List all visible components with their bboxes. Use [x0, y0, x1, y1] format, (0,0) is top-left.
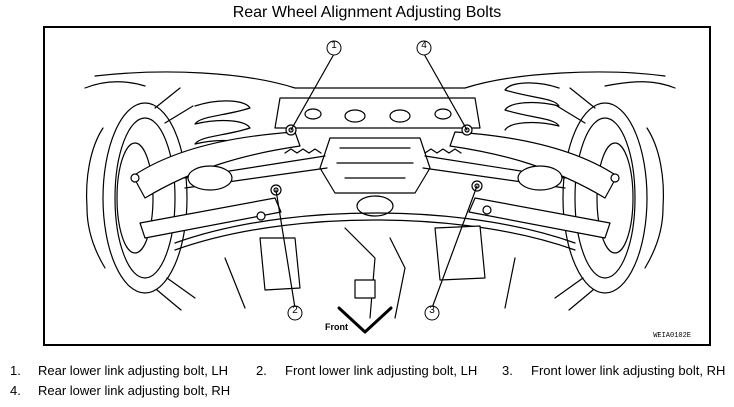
figure-title: Rear Wheel Alignment Adjusting Bolts: [232, 4, 502, 21]
crossmember: [274, 97, 481, 129]
figure-code: WEIA0102E: [653, 332, 691, 340]
callout-2: 2: [292, 305, 298, 316]
stabilizer-bar: [174, 212, 576, 244]
leader-1: [290, 53, 335, 131]
legend-item-4: 4. Rear lower link adjusting bolt, RH: [10, 383, 231, 398]
leader-4: [423, 53, 468, 131]
right-coil-spring: [504, 82, 560, 131]
left-rear-lower-link: [132, 131, 301, 199]
right-wheel: [554, 87, 664, 311]
callout-circle-2: [287, 305, 303, 321]
body-outline: [94, 71, 666, 89]
legend-item-2: 2. Front lower link adjusting bolt, LH: [256, 363, 478, 378]
front-arrow: [337, 279, 393, 334]
right-front-lower-link: [468, 197, 611, 239]
differential: [319, 137, 431, 217]
left-front-lower-link: [139, 197, 282, 239]
suspension-illustration: [84, 40, 676, 334]
left-coil-spring: [194, 100, 251, 149]
callout-circle-1: [326, 40, 342, 56]
front-label: Front: [325, 322, 348, 332]
callout-circle-3: [424, 305, 440, 321]
legend-item-3: 3. Front lower link adjusting bolt, RH: [502, 363, 726, 378]
right-rear-lower-link: [449, 131, 618, 199]
legend-item-1: 1. Rear lower link adjusting bolt, LH: [10, 363, 229, 378]
callout-1: 1: [331, 40, 337, 51]
suspension-diagram: 1 4 2 3 Front WEIA0102E: [43, 26, 711, 346]
callout-circle-4: [416, 40, 432, 56]
leader-2: [275, 189, 296, 309]
callout-3: 3: [429, 305, 435, 316]
leader-3: [431, 185, 478, 309]
left-wheel: [86, 87, 196, 311]
callout-4: 4: [421, 40, 427, 51]
